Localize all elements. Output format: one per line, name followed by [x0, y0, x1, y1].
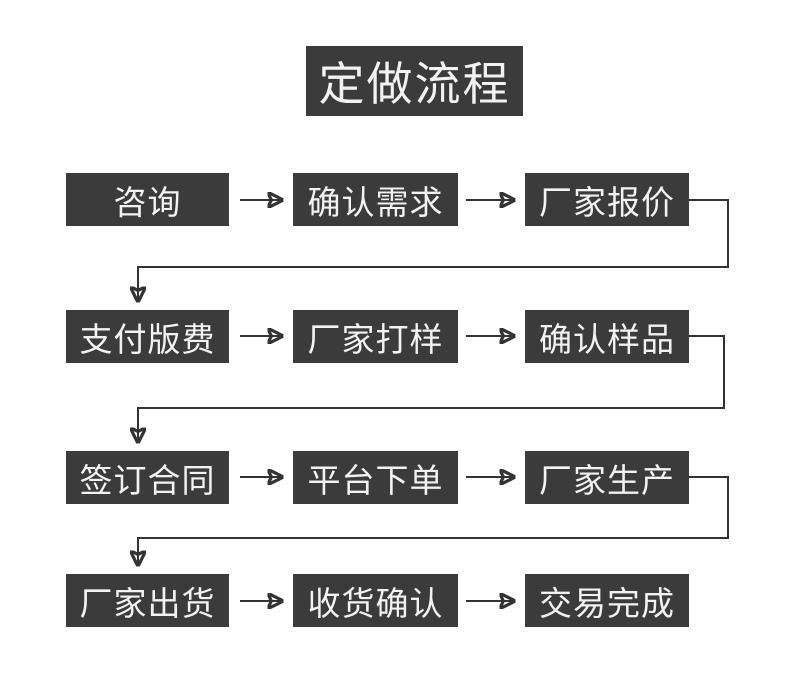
step-platform-order: 平台下单	[293, 451, 458, 504]
step-factory-production: 厂家生产	[525, 451, 689, 504]
step-factory-shipping: 厂家出货	[66, 574, 229, 627]
flowchart-title-text: 定做流程	[318, 58, 511, 110]
step-sign-contract: 签订合同	[66, 451, 229, 504]
step-factory-sampling: 厂家打样	[293, 310, 458, 363]
step-receipt-confirmation: 收货确认	[293, 574, 458, 627]
step-transaction-complete: 交易完成	[525, 574, 689, 627]
step-pay-plate-fee: 支付版费	[66, 310, 229, 363]
step-confirm-requirements: 确认需求	[293, 173, 458, 226]
step-factory-quote: 厂家报价	[525, 173, 689, 226]
step-confirm-sample: 确认样品	[525, 310, 689, 363]
step-consult: 咨询	[66, 173, 229, 226]
flowchart-title-box: 定做流程	[306, 46, 523, 116]
